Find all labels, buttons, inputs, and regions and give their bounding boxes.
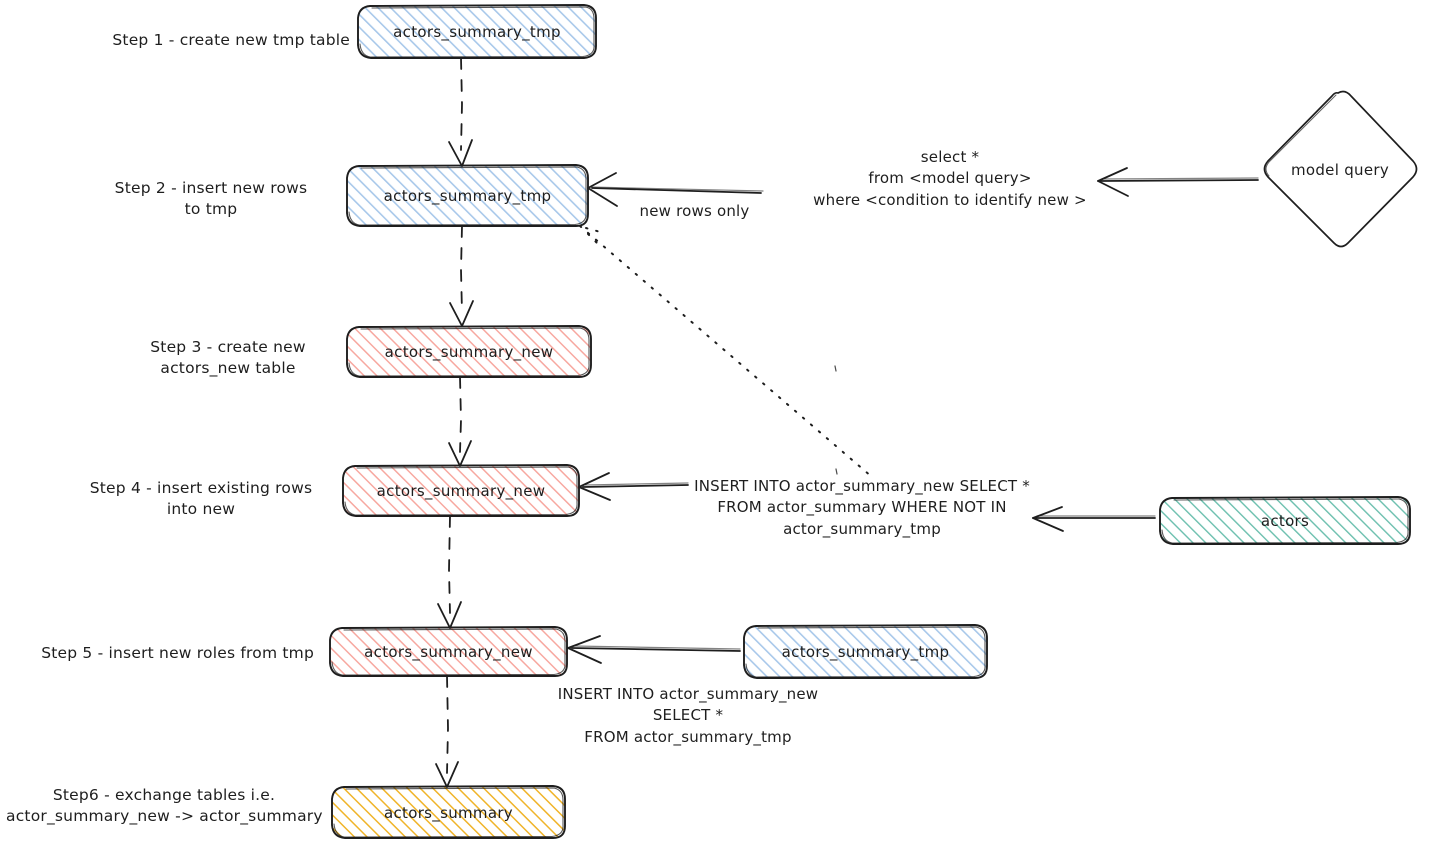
stray-mark-2 — [835, 468, 838, 475]
step-label-5: Step 5 - insert new roles from tmp — [41, 644, 314, 662]
node-tmp1[interactable] — [358, 5, 596, 59]
step-label-3: Step 3 - create new actors_new table — [150, 338, 306, 378]
node-new1[interactable] — [347, 326, 591, 378]
stray-mark — [834, 365, 837, 372]
edge-new1-to-new2 — [448, 376, 472, 467]
node-new2[interactable] — [343, 465, 579, 517]
step-label-1: Step 1 - create new tmp table — [112, 31, 350, 49]
edge-label-insert-existing-sql: INSERT INTO actor_summary_new SELECT * F… — [694, 477, 1030, 538]
edge-label-model-query-sql: select * from <model query> where <condi… — [813, 148, 1087, 209]
edge-new3-to-summary — [435, 675, 459, 788]
edge-tmp1-to-tmp2 — [448, 57, 473, 167]
node-summary[interactable] — [332, 786, 565, 839]
edge-label-insert-new-roles-sql: INSERT INTO actor_summary_new SELECT * F… — [557, 685, 819, 746]
step-label-6: Step6 - exchange tables i.e. actor_summa… — [6, 786, 323, 826]
node-new3[interactable] — [330, 627, 567, 677]
node-actors[interactable] — [1160, 497, 1410, 545]
step-label-4: Step 4 - insert existing rows into new — [89, 479, 313, 519]
edge-tmp2-to-new1 — [449, 225, 474, 327]
step-label-2: Step 2 - insert new rows to tmp — [114, 179, 308, 219]
edge-tmp2-dotted-to-insert-existing — [579, 225, 873, 478]
node-model-query[interactable] — [1263, 93, 1415, 248]
node-tmp3[interactable] — [744, 625, 987, 679]
edge-tmp3-to-new3 — [567, 635, 741, 664]
edge-model-query-to-sql — [1097, 167, 1259, 197]
node-tmp2[interactable] — [347, 165, 588, 227]
edge-label-new-rows-only: new rows only — [639, 202, 750, 220]
edge-new2-to-new3 — [437, 515, 462, 629]
